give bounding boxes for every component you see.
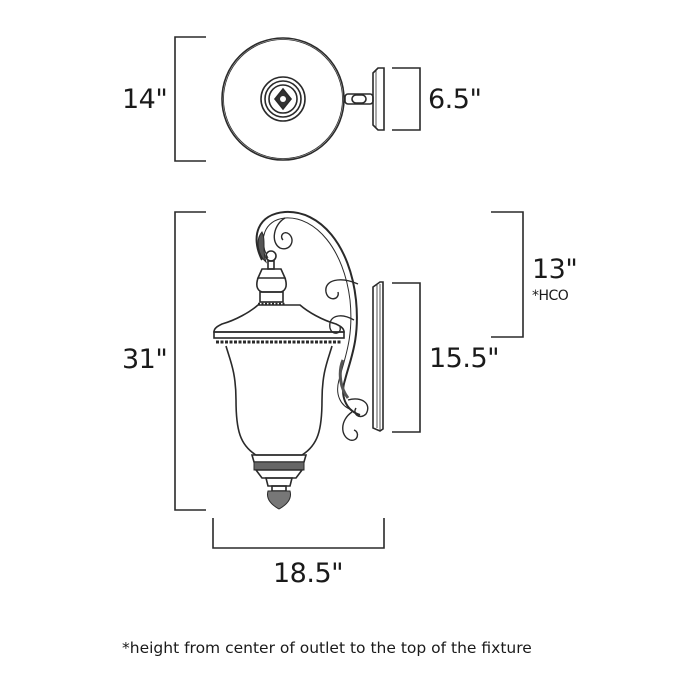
footnote: *height from center of outlet to the top… [122, 639, 532, 657]
dim-hco: 13" [532, 254, 578, 285]
bracket-14 [174, 36, 206, 162]
bracket-13 [491, 211, 524, 338]
dim-backplate-height: 15.5" [429, 343, 500, 374]
bracket-6-5 [392, 67, 421, 131]
bracket-15-5 [392, 282, 421, 433]
dim-top-diameter: 14" [122, 84, 168, 115]
bracket-31 [174, 211, 206, 511]
bracket-18-5 [212, 518, 385, 549]
dim-overall-height: 31" [122, 344, 168, 375]
dim-extension: 18.5" [273, 558, 344, 589]
top-view-canopy [221, 37, 345, 161]
dim-hco-note: *HCO [532, 288, 569, 304]
dim-top-backplate: 6.5" [428, 84, 482, 115]
